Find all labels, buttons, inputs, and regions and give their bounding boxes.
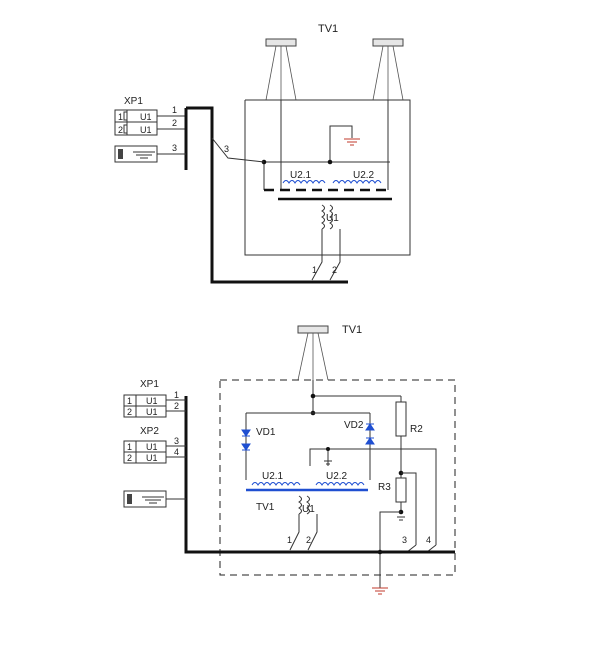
d2-xp1-row2-sig: U1: [146, 407, 158, 417]
d1-ground-icon: [344, 138, 360, 146]
d2-title: TV1: [342, 324, 362, 336]
d1-bushing-right: [372, 38, 404, 101]
d1-row2-sig: U1: [140, 125, 152, 135]
d1-bus: [186, 106, 348, 284]
d2-diode-vd2: [365, 423, 375, 445]
d1-row2-num: 2: [118, 125, 123, 135]
d2-enclosure: [219, 379, 456, 576]
d2-coil-u22: [315, 482, 365, 486]
d2-xp2-row2-num: 2: [127, 453, 132, 463]
d1-title: TV1: [318, 23, 338, 35]
d2-bushing: [297, 325, 329, 381]
d1-pin-2: 2: [172, 118, 177, 128]
d2-mid-node: [309, 448, 437, 545]
d2-label-u1: U1: [302, 504, 315, 515]
d2-coil-u1: [298, 495, 310, 515]
d2-xp2-row2-sig: U1: [146, 453, 158, 463]
d1-coil-u21: [282, 180, 326, 184]
d1-term-2: 2: [332, 265, 337, 275]
d1-coil-u22: [332, 180, 382, 184]
d2-term-1: 1: [287, 535, 292, 545]
d2-vd1-label: VD1: [256, 427, 276, 438]
d2-coil-u21: [251, 482, 301, 486]
d1-coil-u1: [321, 204, 333, 230]
d2-xp2-row1-num: 1: [127, 442, 132, 452]
d1-enclosure: [244, 99, 411, 256]
diagram-1: TV1 U2.1 U2: [114, 23, 411, 284]
d2-pin-3: 3: [174, 436, 179, 446]
d2-connector2-label: XP2: [140, 426, 159, 437]
d1-bushing-left: [265, 38, 297, 101]
d2-xp2-row1-sig: U1: [146, 442, 158, 452]
d1-label-u22: U2.2: [353, 170, 375, 181]
d1-term-1: 1: [312, 265, 317, 275]
d1-connector-label: XP1: [124, 96, 143, 107]
d2-ground-icon: [372, 587, 388, 595]
d2-bus: [184, 396, 455, 554]
d1-lead-1: [311, 229, 323, 281]
d1-wire-3: [211, 137, 265, 163]
d2-diode-vd1: [241, 429, 251, 451]
d1-row1-sig: U1: [140, 112, 152, 122]
d1-pin-3: 3: [172, 143, 177, 153]
d2-vd2-label: VD2: [344, 420, 364, 431]
diagram-2: TV1 VD1: [123, 324, 456, 595]
d2-pin-4: 4: [174, 447, 179, 457]
d1-pin-1: 1: [172, 105, 177, 115]
d2-xp1-row2-num: 2: [127, 407, 132, 417]
d2-lead-2: [307, 514, 318, 551]
d2-xp1-row1-sig: U1: [146, 396, 158, 406]
d2-term-2: 2: [306, 535, 311, 545]
d2-connector-xp2: 1 U1 2 U1: [123, 440, 167, 464]
d2-term-3: 3: [402, 535, 407, 545]
d1-label-u1: U1: [326, 213, 339, 224]
d2-r3-label: R3: [378, 482, 391, 493]
d2-xp1-row1-num: 1: [127, 396, 132, 406]
d2-r2-label: R2: [410, 424, 423, 435]
d2-resistor-r2: [395, 401, 407, 437]
d1-label-u21: U2.1: [290, 170, 312, 181]
d2-term-4: 4: [426, 535, 431, 545]
d2-ground-connector: [123, 490, 167, 508]
d1-ground-lead: [329, 125, 353, 162]
d2-pin-2: 2: [174, 401, 179, 411]
d2-label-u22: U2.2: [326, 471, 348, 482]
d1-ground-connector: [114, 145, 158, 163]
d2-r3-tap: [379, 511, 401, 552]
d1-row1-num: 1: [118, 112, 123, 122]
d2-connector1-label: XP1: [140, 379, 159, 390]
d1-lead-2: [329, 229, 341, 281]
d2-pin-1: 1: [174, 390, 179, 400]
d2-label-u21: U2.1: [262, 471, 284, 482]
d2-connector-xp1: 1 U1 2 U1: [123, 394, 167, 418]
d1-wire-3-label: 3: [224, 144, 229, 154]
d2-lead-1: [289, 514, 300, 551]
d2-r2-tap: [401, 472, 417, 545]
d2-resistor-r3: [395, 477, 407, 503]
d1-connector-xp1: 1 U1 2 U1: [114, 109, 158, 136]
d2-inner-title: TV1: [256, 502, 275, 513]
